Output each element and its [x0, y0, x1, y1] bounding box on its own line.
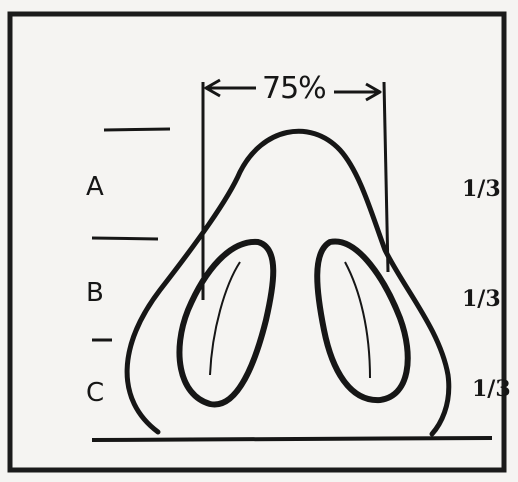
section-label-b: B [86, 280, 104, 306]
section-fraction-b: 1/3 [462, 288, 501, 310]
section-label-c: C [86, 380, 104, 406]
divider-ab [92, 238, 158, 239]
baseline [92, 438, 492, 440]
left-nostril [179, 242, 273, 405]
section-fraction-a: 1/3 [462, 178, 501, 200]
left-nostril-inner [210, 262, 240, 375]
measure-label: 75% [262, 74, 326, 104]
right-nostril-inner [345, 262, 370, 378]
section-label-a: A [86, 174, 104, 200]
section-fraction-c: 1/3 [472, 378, 511, 400]
divider-top [104, 129, 170, 130]
